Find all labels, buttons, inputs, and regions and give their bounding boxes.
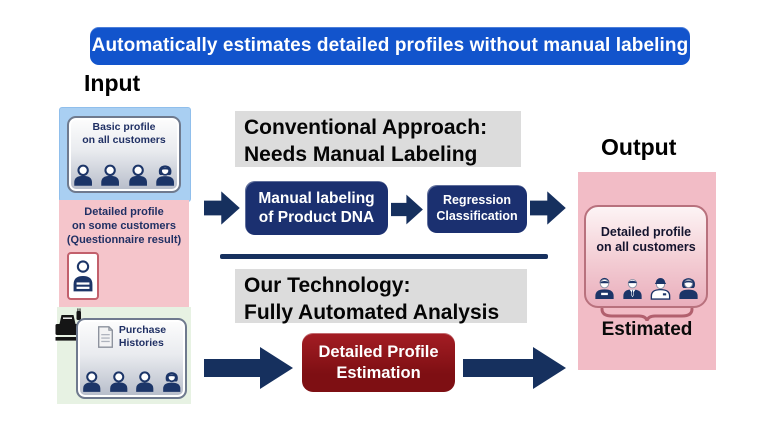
title-banner-text: Automatically estimates detailed profile…: [91, 35, 689, 56]
person-icon: [594, 277, 614, 300]
arrow-right-icon: [391, 193, 424, 226]
questionnaire-person-card-icon: [67, 252, 99, 300]
cash-register-icon: [55, 308, 82, 341]
person-icon: [83, 371, 101, 392]
input-heading: Input: [84, 70, 141, 96]
person-icon: [128, 164, 147, 186]
input-detailed-profile-box: Detailed profile on some customers (Ques…: [59, 200, 189, 307]
person-icon: [109, 371, 127, 392]
customers-icon-row: [80, 369, 183, 393]
input-purchase-histories-box: Purchase Histories: [55, 307, 191, 404]
basic-profile-card: Basic profile on all customers: [67, 116, 181, 193]
female-person-icon: [678, 278, 698, 300]
output-card-label: Detailed profile on all customers: [596, 225, 696, 255]
our-technology-heading: Our Technology: Fully Automated Analysis: [235, 269, 527, 324]
output-box: Detailed profile on all customers Estima…: [578, 172, 716, 370]
detailed-profile-estimation-step: Detailed Profile Estimation: [302, 333, 455, 392]
purchase-histories-header: Purchase Histories: [80, 324, 183, 349]
arrow-right-icon: [204, 346, 294, 390]
female-person-icon: [162, 372, 180, 392]
person-icon: [74, 164, 92, 186]
regression-classification-step: Regression Classification: [427, 185, 527, 233]
questionnaire-person-icon: [73, 260, 93, 292]
estimated-customers-icon-row: [588, 275, 704, 300]
female-person-icon: [156, 165, 174, 186]
input-basic-profile-box: Basic profile on all customers: [59, 107, 191, 202]
basic-profile-label: Basic profile on all customers: [82, 121, 166, 146]
receipt-icon: [97, 325, 113, 348]
purchase-histories-label: Purchase Histories: [118, 324, 167, 349]
customers-icon-row: [71, 162, 177, 187]
output-heading: Output: [601, 134, 677, 160]
arrow-right-icon: [530, 189, 567, 227]
estimated-label: Estimated: [601, 319, 693, 340]
conventional-approach-heading: Conventional Approach: Needs Manual Labe…: [235, 111, 521, 167]
purchase-histories-card: Purchase Histories: [76, 318, 187, 399]
arrow-right-icon: [204, 187, 241, 229]
output-detailed-profile-card: Detailed profile on all customers: [584, 205, 708, 308]
person-in-suit-icon: [622, 278, 642, 300]
person-icon: [136, 371, 154, 392]
person-with-cap-icon: [650, 278, 670, 300]
title-banner: Automatically estimates detailed profile…: [90, 27, 690, 65]
curly-brace-icon: [600, 308, 694, 321]
section-divider-line: [220, 254, 548, 259]
detailed-profile-label: Detailed profile on some customers (Ques…: [66, 206, 182, 246]
arrow-right-icon: [463, 346, 567, 390]
person-icon: [101, 164, 120, 186]
manual-labeling-step: Manual labeling of Product DNA: [245, 181, 388, 235]
